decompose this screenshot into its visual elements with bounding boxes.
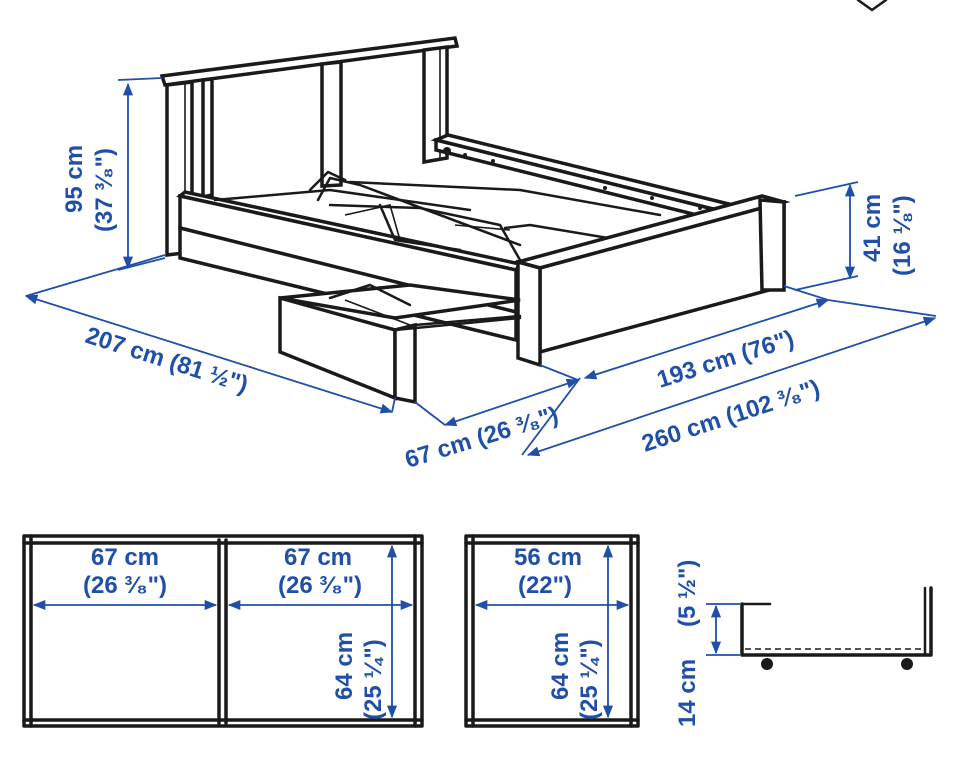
- footboard-height-in-label: (16 ⅛"): [889, 195, 916, 276]
- diamond-icon: [856, 0, 888, 12]
- height-cm-label: 95 cm: [61, 145, 88, 213]
- single-width-in-label: (22"): [518, 572, 572, 599]
- side-rail-label: 193 cm (76"): [654, 325, 798, 393]
- double-depth-cm-label: 64 cm: [331, 632, 358, 700]
- length-label: 207 cm (81 ½"): [82, 322, 251, 399]
- drawer-height-cm-label: 14 cm: [674, 659, 701, 727]
- left-width-cm-label: 67 cm: [91, 544, 159, 571]
- single-width-cm-label: 56 cm: [514, 544, 582, 571]
- footboard-height-cm-label: 41 cm: [859, 194, 886, 262]
- drawer-plan-double: 67 cm (26 ³⁄₈") 67 cm (26 ³⁄₈") 64 cm (2…: [22, 534, 424, 728]
- headboard: [159, 36, 460, 257]
- drawer-height-in-label: (5 ½"): [674, 560, 701, 627]
- bed-isometric: [159, 36, 791, 405]
- right-width-in-label: (26 ³⁄₈"): [278, 572, 362, 599]
- single-depth-cm-label: 64 cm: [547, 632, 574, 700]
- wheel-left: [761, 658, 773, 670]
- height-in-label: (37 ³⁄₈"): [91, 148, 118, 232]
- left-width-in-label: (26 ³⁄₈"): [83, 572, 167, 599]
- single-depth-in-label: (25 ¼"): [576, 639, 603, 720]
- right-side-rail: [430, 133, 751, 227]
- drawer-plan-single: 56 cm (22") 64 cm (25 ¼"): [464, 534, 640, 728]
- bed-interior: [213, 170, 662, 262]
- double-depth-in-label: (25 ¼"): [360, 639, 387, 720]
- right-width-cm-label: 67 cm: [284, 544, 352, 571]
- drawer-pulled-out: [278, 283, 522, 405]
- wheel-right: [901, 658, 913, 670]
- drawer-side-view: 14 cm (5 ½"): [674, 560, 933, 727]
